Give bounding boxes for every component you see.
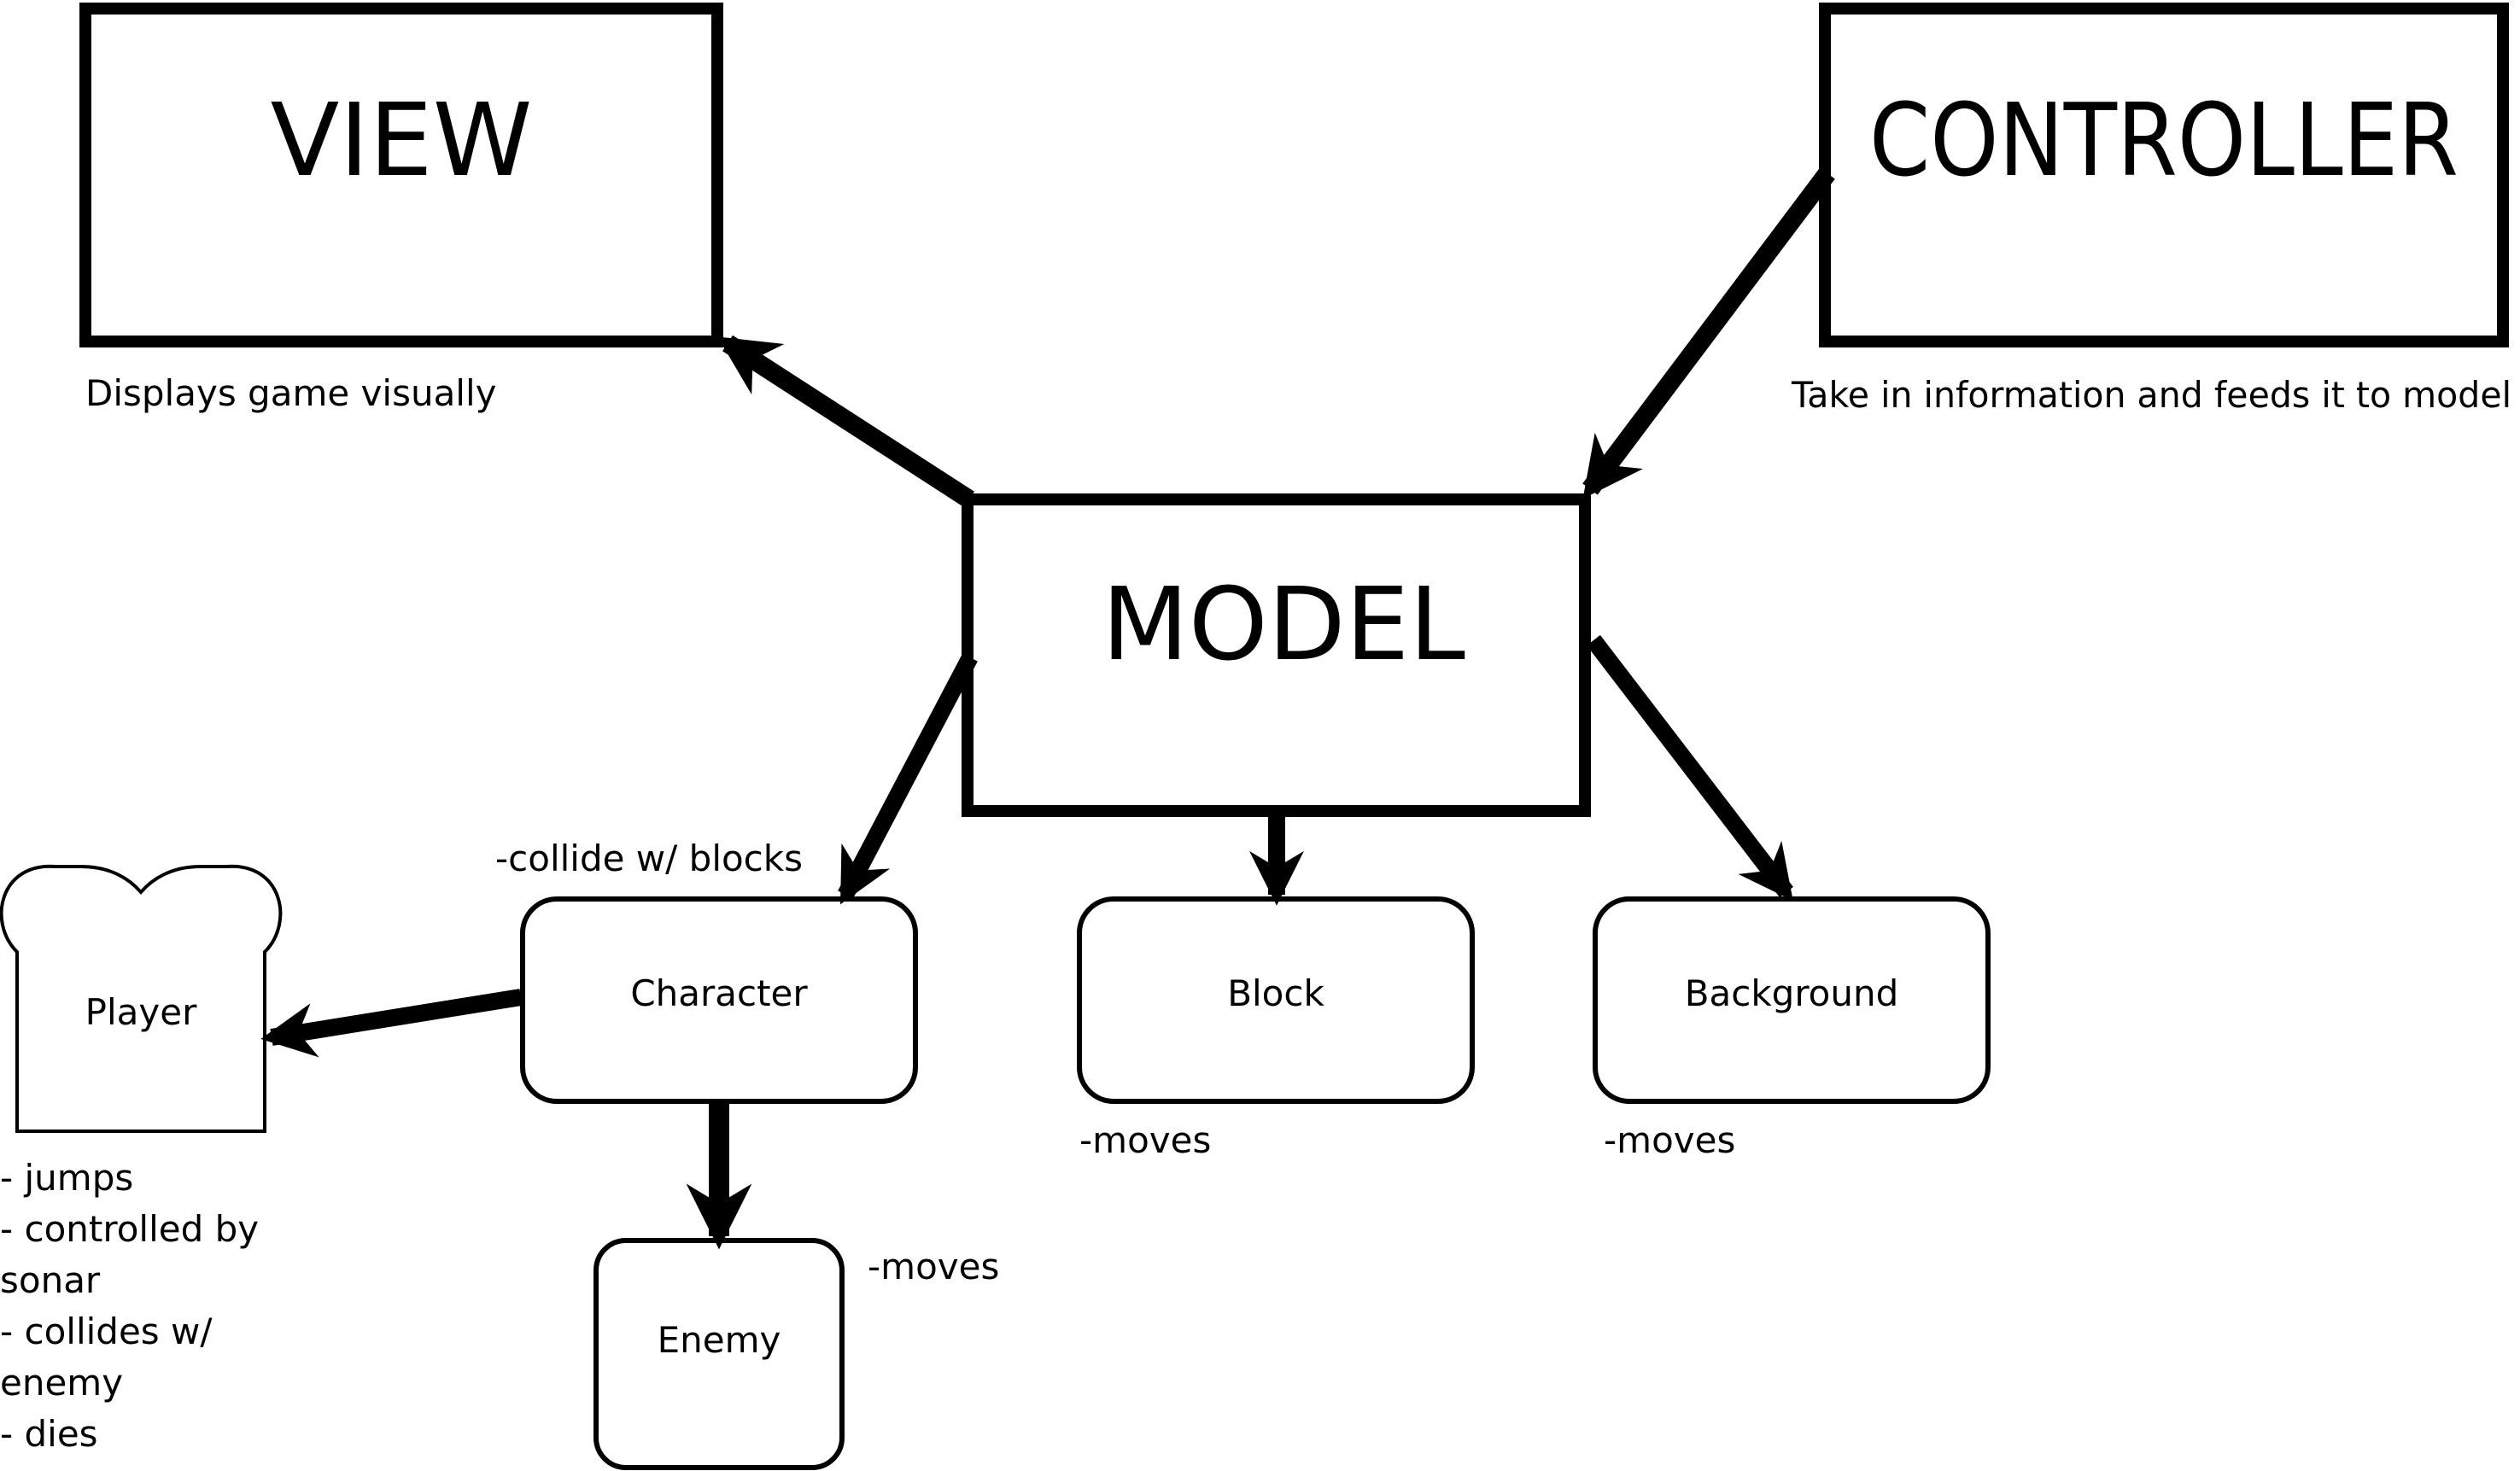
arrow-character-to-player [260, 989, 523, 1058]
player-node: Player [0, 864, 283, 1133]
arrows [260, 167, 1835, 1250]
player-annotation-line: enemy [0, 1362, 123, 1404]
block-node: Block [1077, 896, 1475, 1104]
player-annotation-line: sonar [0, 1259, 101, 1301]
model-title: MODEL [1102, 565, 1465, 683]
view-title: VIEW [271, 81, 533, 199]
controller-annotation: Take in information and feeds it to mode… [1791, 374, 2511, 416]
block-annotation: -moves [1079, 1119, 1211, 1161]
player-label: Player [85, 991, 197, 1033]
annotations: Displays game visually Take in informati… [0, 372, 2511, 1455]
model-box: MODEL [962, 493, 1591, 817]
player-annotation-line: - controlled by [0, 1208, 259, 1250]
enemy-label: Enemy [658, 1319, 781, 1361]
block-label: Block [1227, 972, 1324, 1014]
view-box: VIEW [79, 3, 723, 347]
enemy-node: Enemy [593, 1238, 845, 1470]
arrow-model-to-view [717, 335, 974, 508]
player-annotation-line: - jumps [0, 1157, 133, 1199]
background-label: Background [1685, 972, 1899, 1014]
controller-title: CONTROLLER [1869, 81, 2459, 199]
character-annotation: -collide w/ blocks [495, 838, 803, 879]
player-annotation-line: - dies [0, 1413, 98, 1455]
player-annotation-line: - collides w/ [0, 1310, 213, 1352]
character-node: Character [520, 896, 918, 1104]
enemy-annotation: -moves [868, 1246, 999, 1287]
character-label: Character [630, 972, 808, 1014]
background-node: Background [1593, 896, 1991, 1104]
background-annotation: -moves [1604, 1119, 1735, 1161]
arrow-model-to-background [1587, 634, 1793, 902]
arrow-model-to-character [838, 653, 978, 905]
view-annotation: Displays game visually [85, 372, 497, 414]
arrow-controller-to-model [1582, 167, 1835, 499]
controller-box: CONTROLLER [1819, 3, 2509, 347]
